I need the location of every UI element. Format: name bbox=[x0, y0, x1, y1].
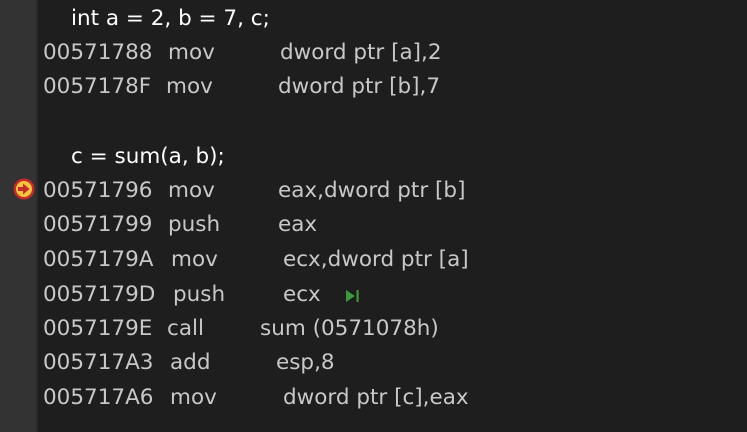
asm-operands: ecx,dword ptr [a] bbox=[283, 247, 469, 272]
instruction-pointer-arrow-icon[interactable] bbox=[12, 177, 36, 201]
asm-operands: sum (0571078h) bbox=[260, 316, 439, 341]
source-line: c = sum(a, b); bbox=[71, 144, 225, 169]
asm-mnemonic: push bbox=[168, 212, 221, 237]
asm-address: 0057179D bbox=[43, 282, 156, 307]
asm-address: 00571788 bbox=[43, 40, 153, 65]
asm-mnemonic: call bbox=[167, 316, 204, 341]
asm-address: 0057178F bbox=[43, 74, 152, 99]
asm-line-current[interactable]: 00571796 mov eax,dword ptr [b] bbox=[0, 174, 747, 208]
asm-operands: eax bbox=[278, 212, 318, 237]
asm-address: 00571796 bbox=[43, 178, 153, 203]
asm-operands: dword ptr [c],eax bbox=[283, 385, 469, 410]
asm-line[interactable]: 005717A6 mov dword ptr [c],eax bbox=[0, 381, 747, 415]
asm-line[interactable]: 0057179A mov ecx,dword ptr [a] bbox=[0, 243, 747, 277]
run-to-click-icon[interactable] bbox=[343, 287, 361, 305]
asm-operands: ecx bbox=[283, 282, 321, 307]
asm-line[interactable]: 0057179E call sum (0571078h) bbox=[0, 312, 747, 346]
asm-operands: dword ptr [b],7 bbox=[278, 74, 441, 99]
asm-line[interactable]: 0057178F mov dword ptr [b],7 bbox=[0, 70, 747, 104]
asm-address: 00571799 bbox=[43, 212, 153, 237]
asm-mnemonic: mov bbox=[168, 40, 215, 65]
asm-mnemonic: mov bbox=[166, 74, 213, 99]
asm-address: 0057179E bbox=[43, 316, 153, 341]
indicator-margin[interactable] bbox=[0, 0, 36, 432]
margin-divider bbox=[36, 0, 38, 432]
asm-line[interactable]: 00571788 mov dword ptr [a],2 bbox=[0, 36, 747, 70]
asm-operands: dword ptr [a],2 bbox=[280, 40, 442, 65]
asm-address: 005717A3 bbox=[43, 350, 154, 375]
asm-address: 005717A6 bbox=[43, 385, 154, 410]
asm-mnemonic: mov bbox=[170, 385, 217, 410]
asm-mnemonic: push bbox=[173, 282, 226, 307]
asm-mnemonic: add bbox=[170, 350, 211, 375]
asm-line[interactable]: 0057179D push ecx bbox=[0, 278, 747, 312]
asm-address: 0057179A bbox=[43, 247, 154, 272]
asm-operands: eax,dword ptr [b] bbox=[278, 178, 466, 203]
asm-mnemonic: mov bbox=[171, 247, 218, 272]
source-line: int a = 2, b = 7, c; bbox=[71, 6, 270, 31]
asm-mnemonic: mov bbox=[168, 178, 215, 203]
asm-line[interactable]: 00571799 push eax bbox=[0, 208, 747, 242]
asm-operands: esp,8 bbox=[276, 350, 335, 375]
asm-line[interactable]: 005717A3 add esp,8 bbox=[0, 346, 747, 380]
